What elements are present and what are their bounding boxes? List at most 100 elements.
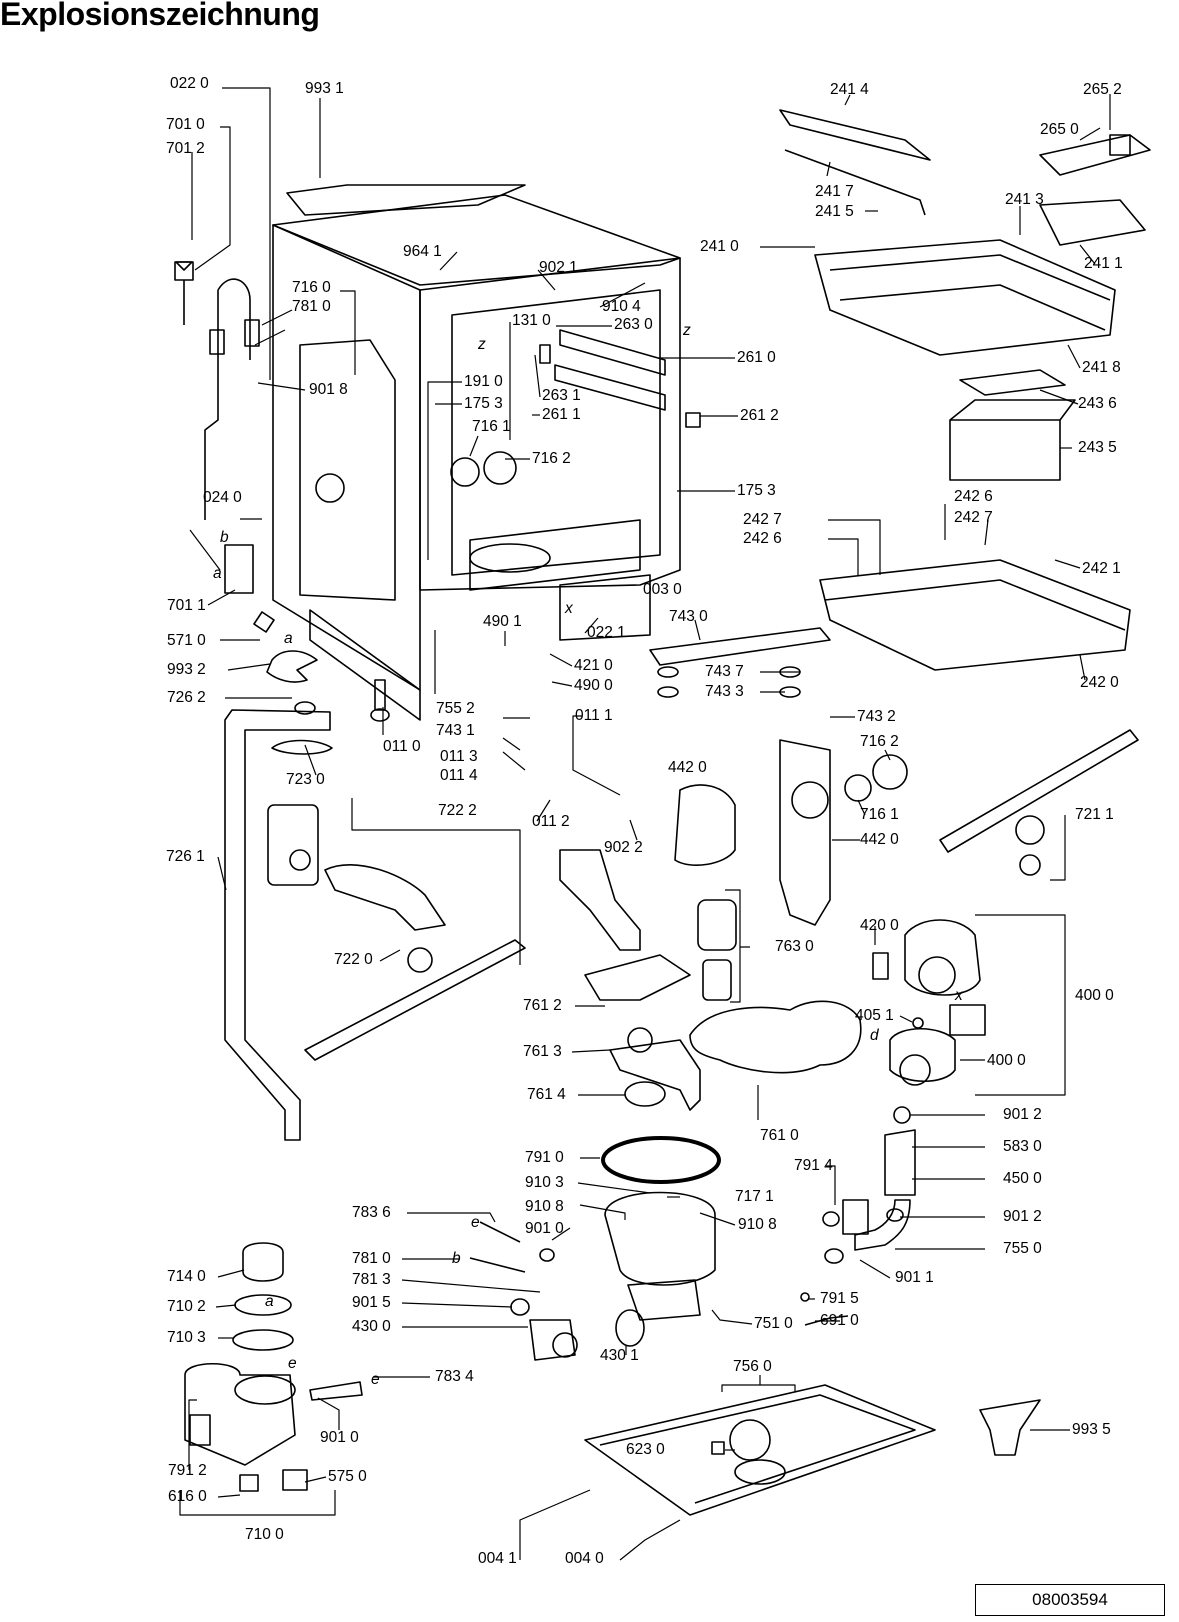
part-label: 726 1 [166,848,205,865]
part-label: 420 0 [860,917,899,934]
part-label: 791 5 [820,1290,859,1307]
part-label: 004 0 [565,1550,604,1567]
part-label: 901 8 [309,381,348,398]
part-label: 241 5 [815,203,854,220]
part-label: 716 0 [292,279,331,296]
part-label: 242 1 [1082,560,1121,577]
part-label: 761 2 [523,997,562,1014]
part-label: 004 1 [478,1550,517,1567]
callout-letter: d [870,1027,880,1044]
part-label: 901 2 [1003,1106,1042,1123]
callout-letter: z [477,336,486,353]
callout-letter: e [288,1355,297,1372]
part-label: 243 6 [1078,395,1117,412]
part-label: 261 0 [737,349,776,366]
base-frame-drawing [584,1384,1041,1516]
part-label: 710 3 [167,1329,206,1346]
part-label: 901 2 [1003,1208,1042,1225]
part-label: 263 1 [542,387,581,404]
part-label: 024 0 [203,489,242,506]
part-label: 964 1 [403,243,442,260]
callout-letter: a [265,1293,274,1310]
part-label: 723 0 [286,771,325,788]
part-label: 022 0 [170,75,209,92]
part-label: 011 4 [440,767,478,784]
part-label: 783 4 [435,1368,474,1385]
leader-lines [179,87,1111,1561]
part-label: 242 0 [1080,674,1119,691]
callout-letter: x [564,600,574,617]
part-label: 242 6 [743,530,782,547]
part-label: 400 0 [987,1052,1026,1069]
part-label: 781 0 [292,298,331,315]
part-label: 241 4 [830,81,869,98]
part-label: 901 5 [352,1294,391,1311]
part-label: 261 2 [740,407,779,424]
part-label: 717 1 [735,1188,774,1205]
lower-arm-drawing [224,709,526,1141]
part-label: 743 2 [857,708,896,725]
part-label: 011 2 [532,813,570,830]
part-label: 265 2 [1083,81,1122,98]
part-label: 791 4 [794,1157,833,1174]
part-label: 721 1 [1075,806,1114,823]
part-label: 241 8 [1082,359,1121,376]
part-label: 783 6 [352,1204,391,1221]
part-label: 743 0 [669,608,708,625]
part-label: 901 1 [895,1269,934,1286]
part-label: 450 0 [1003,1170,1042,1187]
part-label: 490 0 [574,677,613,694]
part-label: 714 0 [167,1268,206,1285]
part-label: 910 4 [602,298,641,315]
part-label: 722 0 [334,951,373,968]
part-label: 902 1 [539,259,578,276]
part-label: 716 1 [472,418,511,435]
part-label: 191 0 [464,373,503,390]
part-label: 242 6 [954,488,993,505]
part-label: 571 0 [167,632,206,649]
part-label: 993 1 [305,80,344,97]
part-label: 716 2 [860,733,899,750]
part-label: 756 0 [733,1358,772,1375]
callout-letter: a [213,565,222,582]
part-label: 716 2 [532,450,571,467]
part-label: 011 1 [575,707,613,724]
basket-drawing [779,109,1151,671]
callout-letter: a [284,630,293,647]
part-label: 726 2 [167,689,206,706]
part-label: 400 0 [1075,987,1114,1004]
part-label: 751 0 [754,1315,793,1332]
salt-container-drawing [184,1242,363,1492]
part-label: 722 2 [438,802,477,819]
part-label: 781 0 [352,1250,391,1267]
part-label: 743 3 [705,683,744,700]
part-label: 763 0 [775,938,814,955]
sump-drawing [469,849,862,1361]
callout-letter: b [452,1250,461,1267]
left-hose-drawing [174,261,390,722]
part-label: 022 1 [587,624,626,641]
part-label: 430 0 [352,1318,391,1335]
part-label: 575 0 [328,1468,367,1485]
part-label: 910 8 [738,1216,777,1233]
part-label: 241 7 [815,183,854,200]
part-label: 701 2 [166,140,205,157]
part-label: 175 3 [464,395,503,412]
part-label: 993 2 [167,661,206,678]
page-title: Explosionszeichnung [0,0,320,32]
part-label: 242 7 [954,509,993,526]
part-label: 791 0 [525,1149,564,1166]
part-label: 901 0 [320,1429,359,1446]
document-number: 08003594 [975,1584,1165,1616]
part-label: 743 7 [705,663,744,680]
callout-letter: e [471,1214,480,1231]
part-label: 910 3 [525,1174,564,1191]
part-label: 265 0 [1040,121,1079,138]
part-label: 691 0 [820,1312,859,1329]
part-label: 243 5 [1078,439,1117,456]
part-label: 902 2 [604,839,643,856]
part-label: 241 1 [1084,255,1123,272]
callout-letter: z [682,322,691,339]
part-label: 781 3 [352,1271,391,1288]
